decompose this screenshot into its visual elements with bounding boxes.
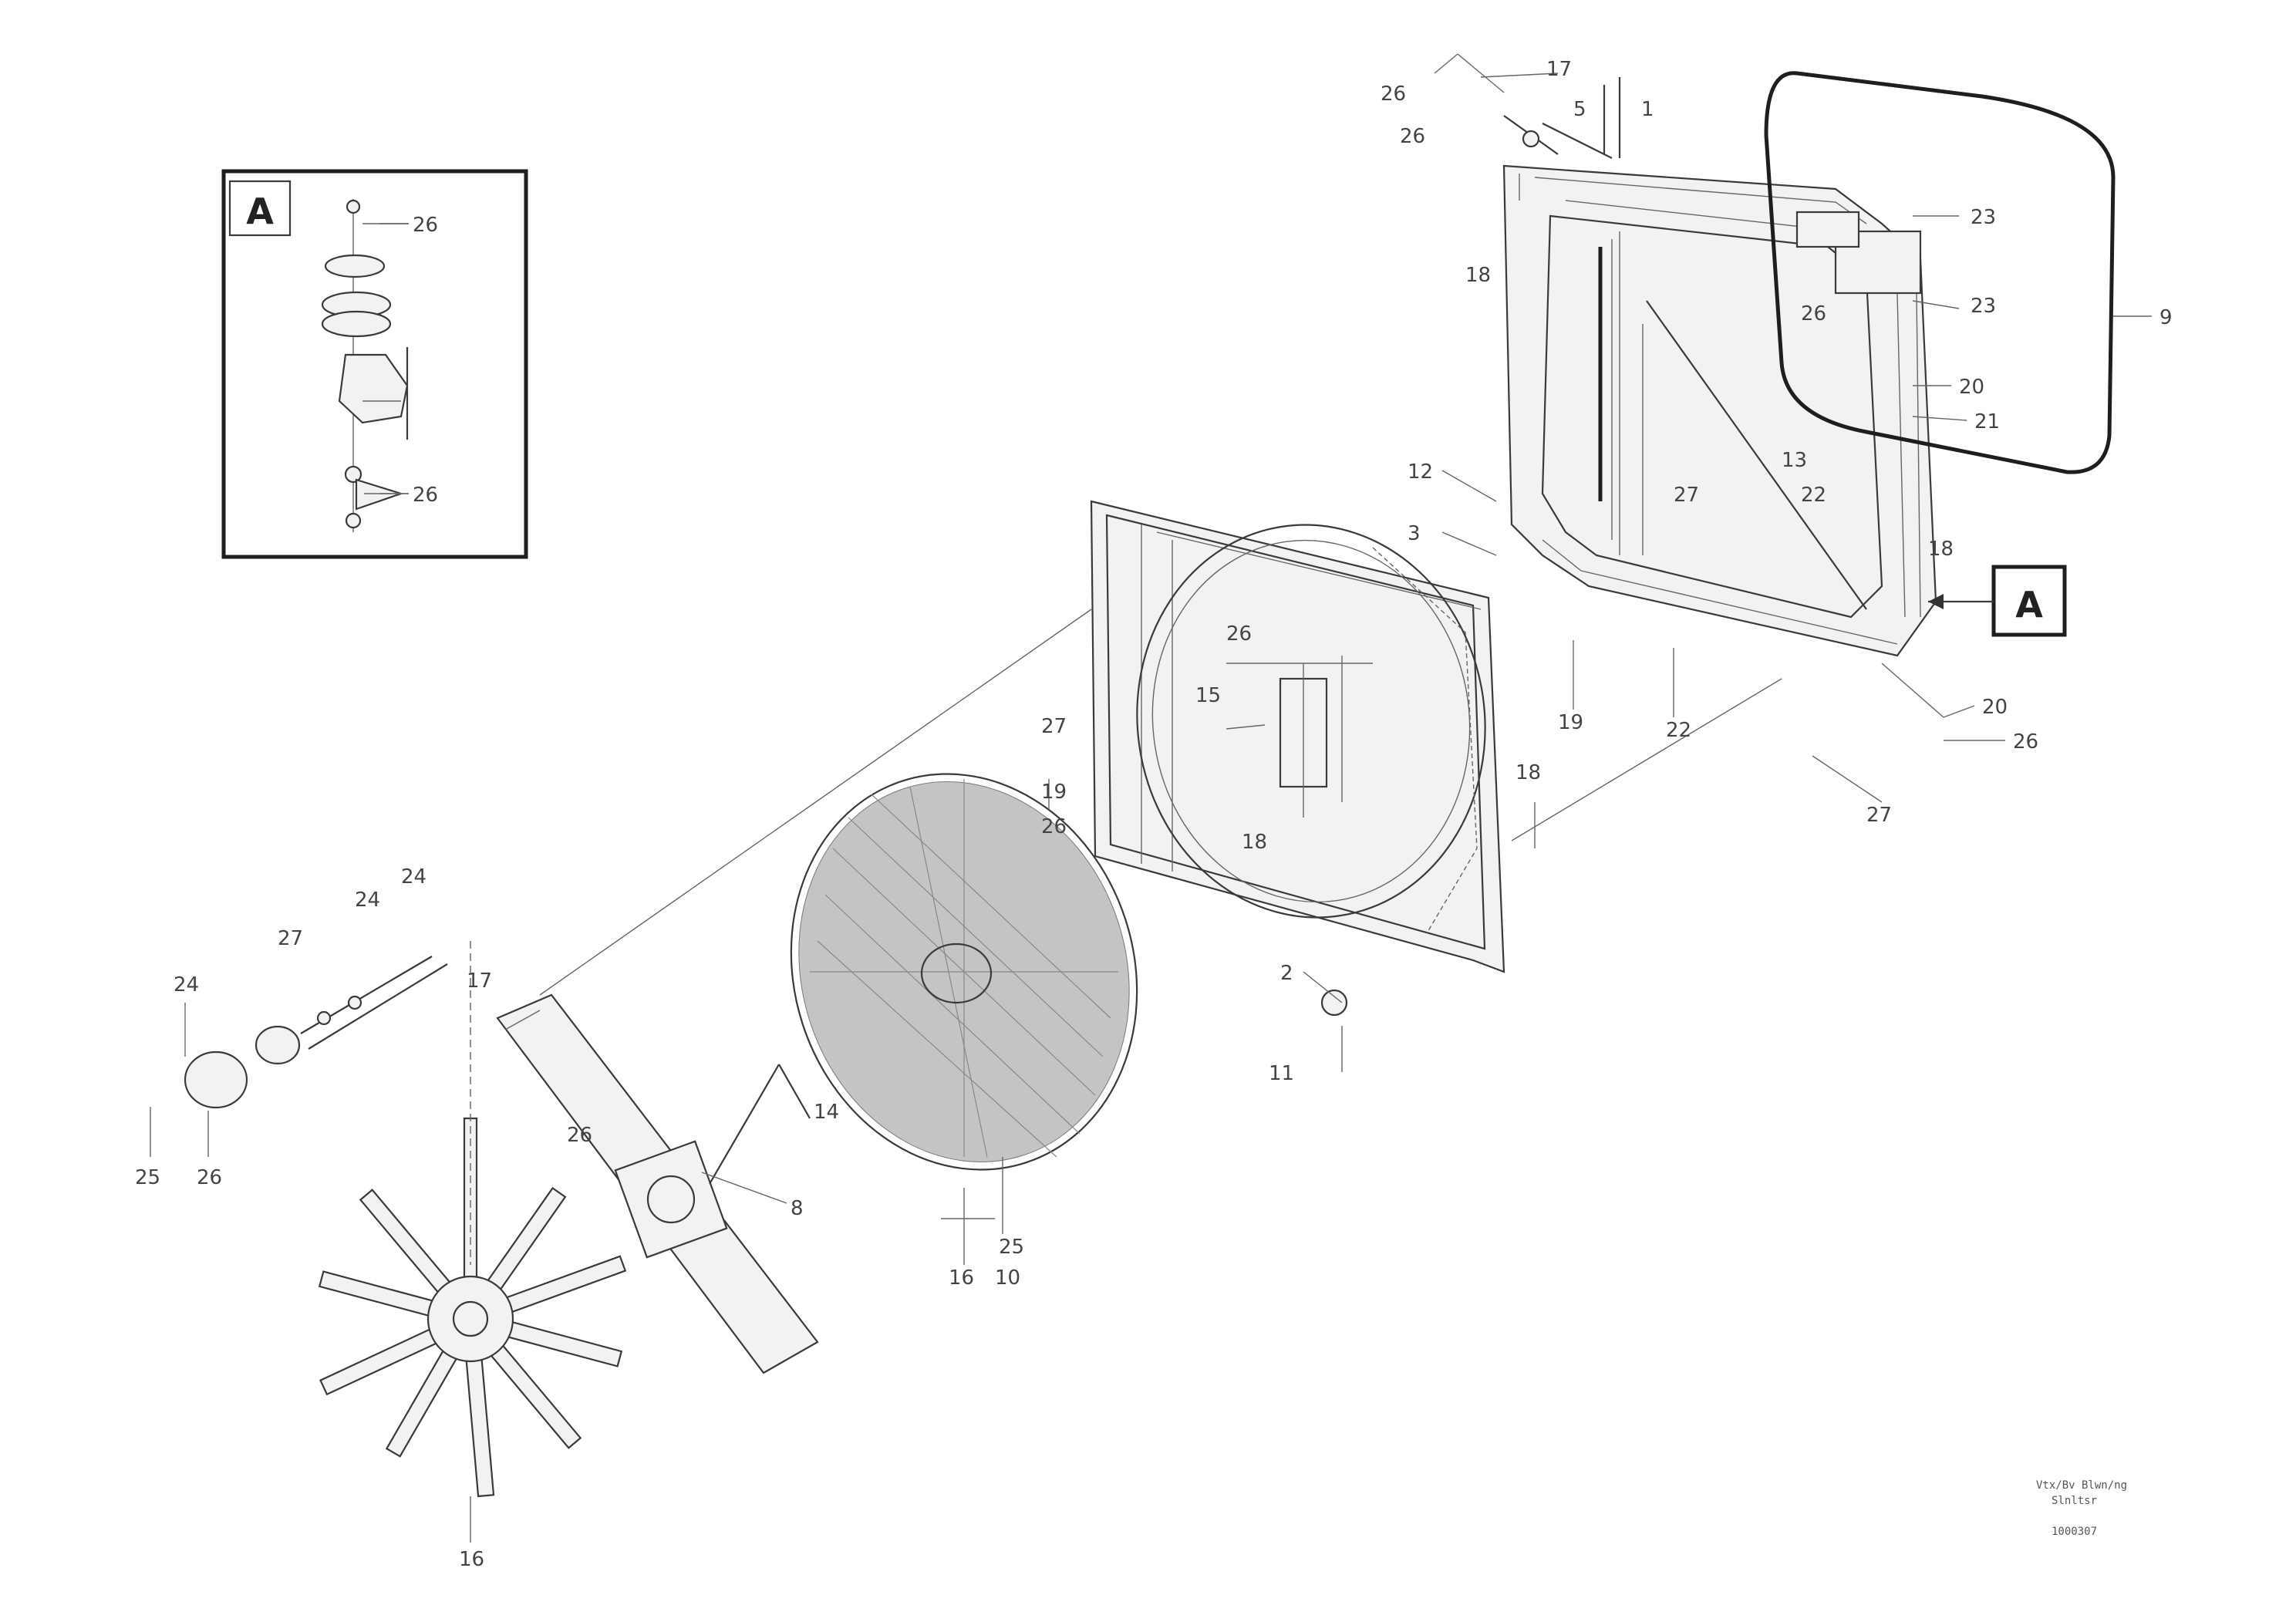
fan-drive-bracket xyxy=(496,993,819,1374)
callout: 8 xyxy=(791,1197,804,1220)
callout: 18 xyxy=(1465,264,1491,287)
callout: 12 xyxy=(1408,460,1433,484)
callout: 16 xyxy=(949,1266,974,1290)
callout: 24 xyxy=(174,973,199,996)
callout: 23 xyxy=(1971,295,1996,318)
assembly-axis-line-2 xyxy=(1511,678,1782,841)
callout: 16 xyxy=(459,1548,484,1571)
callout: 23 xyxy=(1971,206,1996,229)
callout: 17 xyxy=(467,969,492,993)
callout: 20 xyxy=(1982,696,2008,719)
callout: 19 xyxy=(1041,781,1067,804)
callout: 13 xyxy=(1782,449,1807,472)
detail-a-inset: A xyxy=(221,169,528,559)
callout: 26 xyxy=(2013,730,2038,754)
reference-line-1: Vtx/Bv Blwn/ng xyxy=(2036,1479,2127,1492)
fan-guard-screen xyxy=(790,773,1138,1265)
detail-a-letter: A xyxy=(246,191,274,232)
assembly-axis-line-1 xyxy=(539,609,1092,996)
leader-lines xyxy=(379,215,2152,1219)
callout: 22 xyxy=(1666,719,1691,742)
fan-hub-hardware xyxy=(150,956,448,1157)
callout: 26 xyxy=(1041,815,1067,838)
callout: 20 xyxy=(1959,376,1984,399)
callout: 5 xyxy=(1573,98,1586,121)
callout: 9 xyxy=(2159,306,2173,329)
drawing-reference-block: Vtx/Bv Blwn/ng Slnltsr 1000307 xyxy=(2036,1479,2127,1538)
callout: 27 xyxy=(1866,804,1892,827)
callout: 27 xyxy=(1674,484,1699,507)
callout: 17 xyxy=(1546,58,1572,81)
callout: 1 xyxy=(1641,98,1654,121)
reference-line-2: Slnltsr xyxy=(2052,1495,2097,1507)
callout: 19 xyxy=(1558,711,1583,734)
radiator-top-hardware xyxy=(1434,53,1621,201)
callout: 26 xyxy=(1381,83,1406,106)
callout: 25 xyxy=(135,1166,160,1189)
callout: 26 xyxy=(197,1166,222,1189)
detail-a-ref-letter: A xyxy=(2015,584,2043,626)
callout: 14 xyxy=(814,1101,839,1124)
callout: 2 xyxy=(1280,962,1293,985)
detail-a-reference: A xyxy=(1928,565,2067,637)
seal-gasket xyxy=(1764,71,2116,474)
callout: 18 xyxy=(1515,761,1541,784)
callout: 3 xyxy=(1408,522,1421,545)
callout: 26 xyxy=(567,1124,592,1147)
callout: 18 xyxy=(1928,538,1954,561)
callout: 21 xyxy=(1974,410,2000,433)
fan-blades xyxy=(318,941,627,1543)
callout: 11 xyxy=(1269,1062,1294,1085)
callout: 24 xyxy=(401,865,426,889)
callout: 22 xyxy=(1801,484,1826,507)
callout: 26 xyxy=(413,484,438,507)
callout-numbers: 26 26 17 5 1 26 26 18 23 23 9 20 21 26 2… xyxy=(135,58,2173,1571)
callout: 27 xyxy=(278,927,303,950)
callout: 24 xyxy=(355,889,380,912)
callout: 27 xyxy=(1041,715,1067,738)
callout: 26 xyxy=(1226,622,1252,646)
callout: 26 xyxy=(1400,125,1425,148)
fan-shroud xyxy=(1090,500,1505,1017)
callout: 15 xyxy=(1195,684,1221,707)
callout: 25 xyxy=(999,1236,1024,1259)
callout: 26 xyxy=(1801,302,1826,325)
reference-line-3: 1000307 xyxy=(2052,1526,2097,1538)
radiator-frame xyxy=(1502,164,1937,657)
callout: 18 xyxy=(1242,831,1267,854)
callout: 26 xyxy=(413,214,438,237)
callout: 10 xyxy=(995,1266,1020,1290)
